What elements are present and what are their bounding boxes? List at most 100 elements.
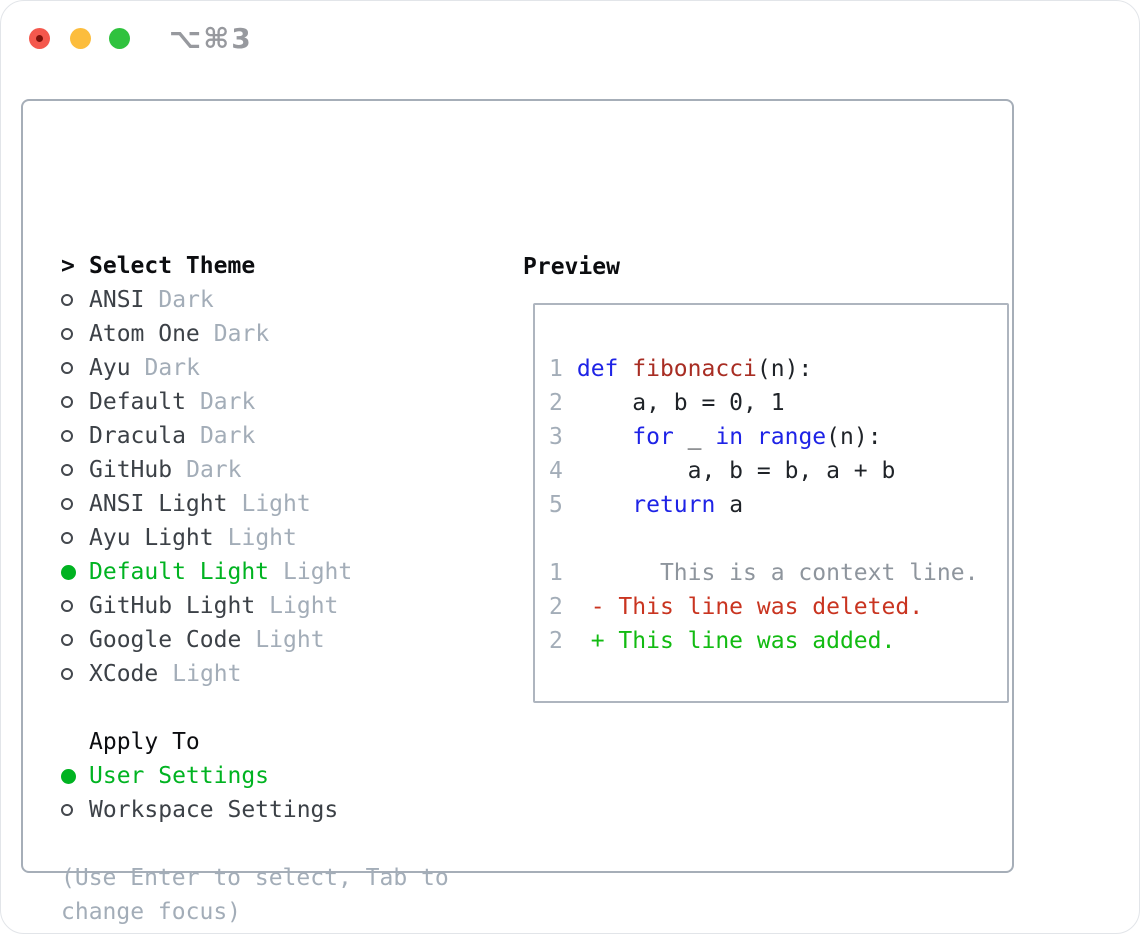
diff-line-context: 1 This is a context line. bbox=[549, 556, 978, 590]
line-number: 4 bbox=[549, 458, 563, 484]
apply-option-workspace-settings[interactable]: Workspace Settings bbox=[61, 793, 511, 827]
theme-variant-label: Dark bbox=[186, 457, 242, 483]
radio-ring-icon bbox=[61, 362, 73, 374]
code-token-keyword: for bbox=[632, 424, 674, 450]
theme-option-google-code[interactable]: Google Code Light bbox=[61, 623, 511, 657]
radio-icon bbox=[61, 668, 89, 680]
theme-option-ayu[interactable]: Ayu Dark bbox=[61, 351, 511, 385]
code-line: 5 return a bbox=[549, 488, 978, 522]
theme-variant-label: Dark bbox=[144, 355, 200, 381]
radio-icon bbox=[61, 634, 89, 646]
line-number: 5 bbox=[549, 492, 563, 518]
hint-text: (Use Enter to select, Tab to change focu… bbox=[61, 865, 449, 925]
radio-dot-icon bbox=[61, 564, 76, 580]
keyboard-shortcut-label: ⌥⌘3 bbox=[169, 22, 253, 55]
apply-option-user-settings[interactable]: User Settings bbox=[61, 759, 511, 793]
radio-icon bbox=[61, 600, 89, 612]
radio-icon bbox=[61, 464, 89, 476]
code-token-plain: _ bbox=[673, 424, 716, 450]
code-token-keyword: def bbox=[576, 356, 619, 382]
line-number: 1 bbox=[549, 560, 563, 586]
theme-option-ansi-light[interactable]: ANSI Light Light bbox=[61, 487, 511, 521]
apply-option-label: Workspace Settings bbox=[89, 797, 339, 823]
diff-text-added: + This line was added. bbox=[576, 628, 896, 654]
theme-variant-label: Light bbox=[255, 627, 325, 653]
close-window-icon[interactable] bbox=[29, 28, 50, 49]
theme-variant-label: Dark bbox=[199, 389, 256, 415]
theme-variant-label: Dark bbox=[158, 287, 214, 313]
preview-title: Preview bbox=[523, 254, 620, 280]
radio-icon bbox=[61, 294, 89, 306]
line-number: 2 bbox=[549, 628, 563, 654]
radio-icon bbox=[61, 362, 89, 374]
radio-dot-icon bbox=[61, 768, 76, 784]
apply-to-title: Apply To bbox=[89, 729, 200, 755]
radio-ring-icon bbox=[61, 498, 73, 510]
radio-ring-icon bbox=[61, 634, 73, 646]
theme-variant-label: Light bbox=[227, 525, 297, 551]
spacer bbox=[61, 691, 511, 725]
theme-name-label: ANSI Light bbox=[89, 491, 228, 517]
theme-name-label: Dracula bbox=[89, 423, 186, 449]
code-token-keyword: range bbox=[756, 424, 827, 450]
theme-option-dracula[interactable]: Dracula Dark bbox=[61, 419, 511, 453]
code-token-keyword: return bbox=[632, 492, 716, 518]
radio-icon bbox=[61, 328, 89, 340]
theme-variant-label: Light bbox=[241, 491, 311, 517]
code-token-keyword: in bbox=[715, 424, 744, 450]
theme-name-label: Default bbox=[89, 389, 186, 415]
theme-name-label: Ayu Light bbox=[89, 525, 214, 551]
theme-name-label: XCode bbox=[89, 661, 159, 687]
theme-name-label: Google Code bbox=[89, 627, 242, 653]
line-number: 3 bbox=[549, 424, 563, 450]
line-number: 1 bbox=[549, 356, 563, 382]
code-token-plain bbox=[618, 356, 632, 382]
code-token-function: fibonacci bbox=[632, 356, 757, 382]
diff-text-deleted: - This line was deleted. bbox=[576, 594, 924, 620]
radio-selected-icon bbox=[61, 564, 89, 580]
radio-selected-icon bbox=[61, 768, 89, 784]
radio-icon bbox=[61, 804, 89, 816]
theme-variant-label: Light bbox=[172, 661, 242, 687]
theme-option-ansi[interactable]: ANSI Dark bbox=[61, 283, 511, 317]
code-line: 2 a, b = 0, 1 bbox=[549, 386, 978, 420]
radio-icon bbox=[61, 532, 89, 544]
radio-ring-icon bbox=[61, 396, 73, 408]
theme-variant-label: Light bbox=[283, 559, 353, 585]
theme-option-xcode[interactable]: XCode Light bbox=[61, 657, 511, 691]
theme-option-ayu-light[interactable]: Ayu Light Light bbox=[61, 521, 511, 555]
theme-variant-label: Dark bbox=[199, 423, 256, 449]
spacer bbox=[61, 827, 511, 861]
diff-text-context: This is a context line. bbox=[576, 560, 979, 586]
apply-to-header: Apply To bbox=[61, 725, 511, 759]
code-token-plain: a, b = 0, 1 bbox=[576, 390, 785, 416]
radio-ring-icon bbox=[61, 600, 73, 612]
radio-ring-icon bbox=[61, 532, 73, 544]
zoom-window-icon[interactable] bbox=[109, 28, 130, 49]
line-number: 2 bbox=[549, 390, 563, 416]
select-theme-header: > Select Theme bbox=[61, 249, 511, 283]
minimize-window-icon[interactable] bbox=[70, 28, 91, 49]
blank-line bbox=[549, 522, 978, 556]
radio-icon bbox=[61, 430, 89, 442]
code-token-plain: (n): bbox=[826, 424, 882, 450]
theme-option-default[interactable]: Default Dark bbox=[61, 385, 511, 419]
radio-ring-icon bbox=[61, 294, 73, 306]
radio-ring-icon bbox=[61, 668, 73, 680]
radio-icon bbox=[61, 396, 89, 408]
radio-ring-icon bbox=[61, 328, 73, 340]
code-token-plain: (n): bbox=[756, 356, 813, 382]
theme-name-label: ANSI bbox=[89, 287, 145, 313]
theme-name-label: Ayu bbox=[89, 355, 131, 381]
